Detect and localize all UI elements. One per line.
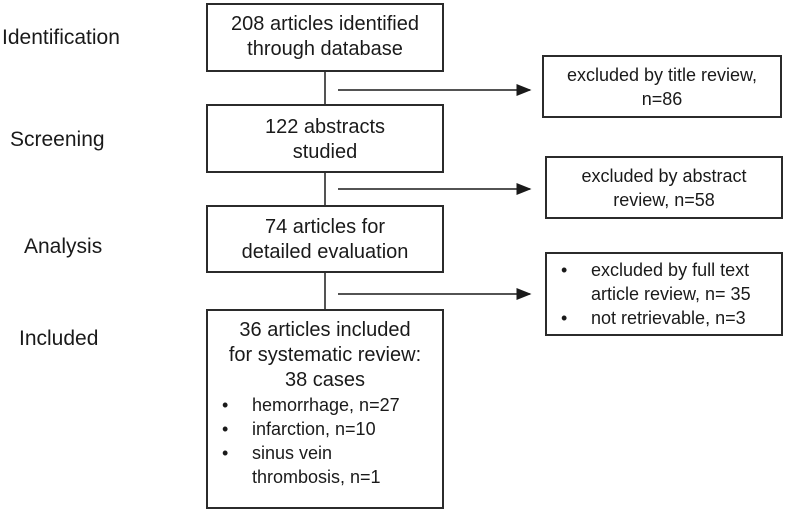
stage-label-included: Included xyxy=(19,327,99,350)
box-identified-line-1: 208 articles identified xyxy=(231,13,419,35)
excluded-fulltext-text-line-2: article review, n= 35 xyxy=(591,284,751,304)
included-case-item: • hemorrhage, n=27 xyxy=(208,393,442,417)
box-screened-line-1: 122 abstracts xyxy=(264,116,386,138)
box-screened: 122 abstracts studied xyxy=(206,104,444,173)
box-included-line-3: 38 cases xyxy=(284,369,366,391)
included-case-text-line-2: thrombosis, n=1 xyxy=(252,467,381,487)
box-excluded-title-line-1: excluded by title review, xyxy=(566,65,758,85)
stage-label-screening: Screening xyxy=(10,128,105,151)
box-analysis-line-1: 74 articles for xyxy=(264,216,386,238)
excluded-fulltext-text: not retrievable, n=3 xyxy=(591,308,746,328)
box-excluded-abstract-line-1: excluded by abstract xyxy=(581,166,747,186)
included-case-text: hemorrhage, n=27 xyxy=(252,395,400,415)
bullet-icon: • xyxy=(561,308,568,328)
excluded-fulltext-list: • excluded by full text article review, … xyxy=(547,258,781,330)
stage-label-analysis: Analysis xyxy=(24,235,103,258)
bullet-icon: • xyxy=(222,419,229,439)
box-excluded-abstract: excluded by abstract review, n=58 xyxy=(545,156,783,219)
bullet-icon: • xyxy=(222,443,229,463)
included-case-item: • sinus vein thrombosis, n=1 xyxy=(208,441,442,489)
included-case-item: • infarction, n=10 xyxy=(208,417,442,441)
box-screened-line-2: studied xyxy=(292,141,358,163)
box-included-line-2: for systematic review: xyxy=(228,344,422,366)
box-analysis: 74 articles for detailed evaluation xyxy=(206,205,444,273)
bullet-icon: • xyxy=(561,260,568,280)
box-included: 36 articles included for systematic revi… xyxy=(206,309,444,509)
excluded-fulltext-text-line-1: excluded by full text xyxy=(591,260,750,280)
box-identified-line-2: through database xyxy=(247,38,403,60)
included-case-text-line-1: sinus vein xyxy=(252,443,333,463)
bullet-icon: • xyxy=(222,395,229,415)
box-excluded-abstract-line-2: review, n=58 xyxy=(613,190,715,210)
box-identified: 208 articles identified through database xyxy=(206,3,444,72)
box-excluded-title-line-2: n=86 xyxy=(641,89,683,109)
excluded-fulltext-item: • not retrievable, n=3 xyxy=(547,306,781,330)
included-case-text: infarction, n=10 xyxy=(252,419,376,439)
box-included-line-1: 36 articles included xyxy=(239,319,411,341)
box-excluded-fulltext: • excluded by full text article review, … xyxy=(545,252,783,336)
box-analysis-line-2: detailed evaluation xyxy=(241,241,409,263)
stage-label-identification: Identification xyxy=(2,26,120,49)
included-case-list: • hemorrhage, n=27 • infarction, n=10 • … xyxy=(208,393,442,489)
excluded-fulltext-item: • excluded by full text article review, … xyxy=(547,258,781,306)
box-excluded-title: excluded by title review, n=86 xyxy=(542,55,782,118)
